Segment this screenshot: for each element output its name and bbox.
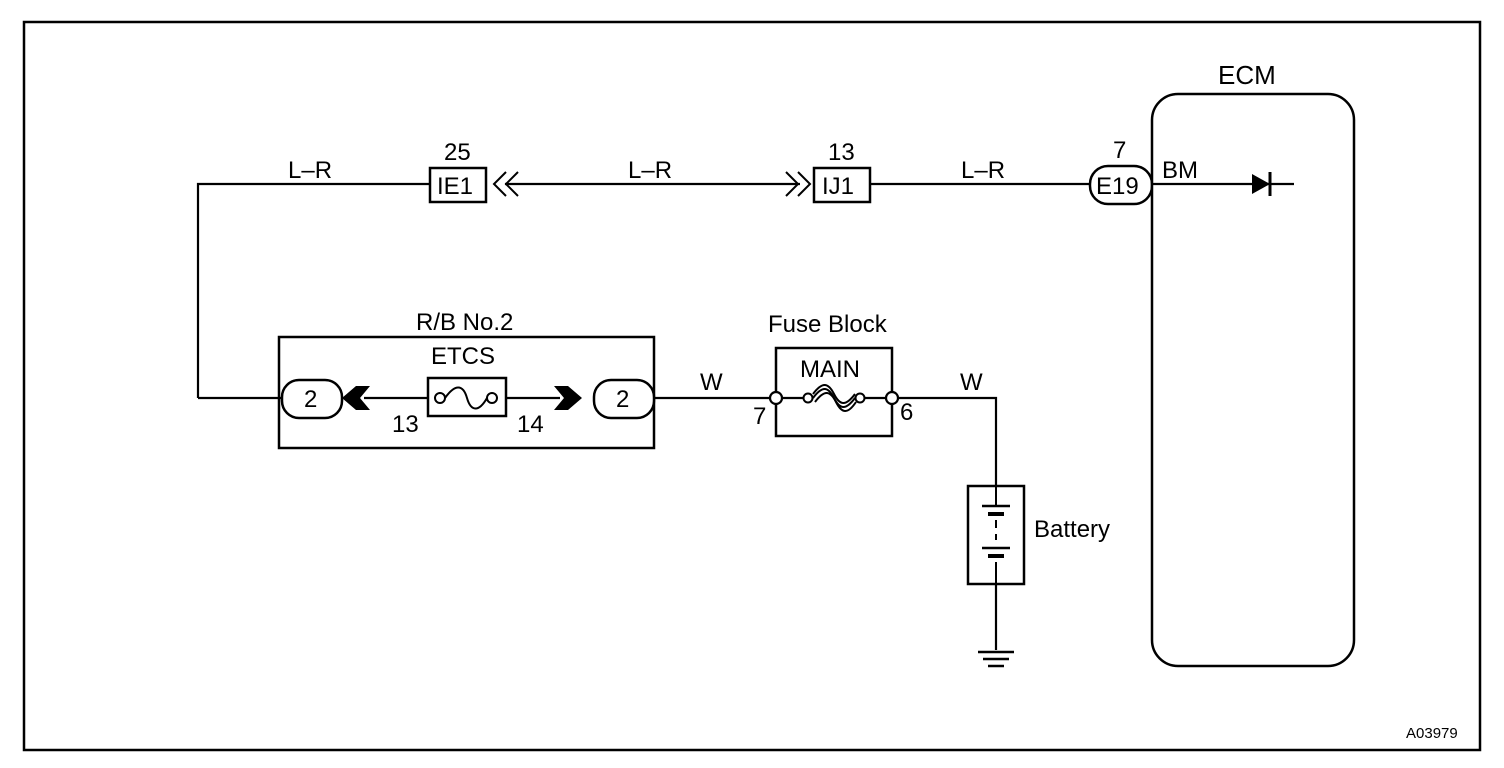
ecm-title: ECM <box>1218 60 1276 90</box>
relay-block-pin-left: 13 <box>392 411 419 438</box>
connector-e19-label: E19 <box>1096 173 1139 200</box>
ecm-terminal-bm: BM <box>1162 157 1198 184</box>
wire-w-right <box>898 396 998 486</box>
fuse-block-pin-left: 7 <box>753 403 766 430</box>
diode-icon <box>1252 172 1272 196</box>
wire-label-w-left: W <box>700 369 723 396</box>
fuse-block-title: Fuse Block <box>768 311 888 338</box>
fuse-block-pin-right-dot <box>884 390 900 406</box>
relay-block-terminal-right-label: 2 <box>616 386 629 413</box>
fuse-block: Fuse Block MAIN 7 6 <box>753 311 913 438</box>
connector-ie1: 25 IE1 <box>428 139 519 204</box>
fuse-block-pin-left-dot <box>768 390 784 406</box>
relay-block-terminal-left <box>280 378 344 420</box>
relay-block-left-chevron-icon <box>342 386 370 410</box>
wire-label-w-right: W <box>960 369 983 396</box>
fuse-block-fuse-label: MAIN <box>800 356 860 383</box>
figure-id: A03979 <box>1406 725 1458 742</box>
main-fuse-icon <box>802 384 866 412</box>
connector-ie1-label: IE1 <box>437 173 473 200</box>
wire-label-lr-middle: L–R <box>628 157 672 184</box>
connector-e19-pin: 7 <box>1113 137 1126 164</box>
connector-ie1-chevron-icon <box>492 171 519 197</box>
connector-e19: 7 E19 <box>1088 137 1154 206</box>
relay-block-no2: R/B No.2 2 13 ETCS 14 2 <box>198 309 656 450</box>
connector-ie1-pin: 25 <box>444 139 471 166</box>
fuse-block-pin-right: 6 <box>900 399 913 426</box>
relay-block-terminal-left-label: 2 <box>304 386 317 413</box>
ground-icon <box>978 650 1014 668</box>
relay-block-right-chevron-icon <box>554 386 582 410</box>
etcs-fuse-icon <box>426 376 508 418</box>
relay-block-fuse-label: ETCS <box>431 343 495 370</box>
ecm-unit: ECM BM <box>1150 60 1356 668</box>
wire-lr-left <box>196 182 430 398</box>
wire-label-lr-left: L–R <box>288 157 332 184</box>
connector-ij1: 13 IJ1 <box>785 139 872 204</box>
relay-block-pin-right: 14 <box>517 411 544 438</box>
wire-label-lr-right: L–R <box>961 157 1005 184</box>
connector-ij1-chevron-icon <box>785 171 812 197</box>
relay-block-title: R/B No.2 <box>416 309 513 336</box>
diagram-frame <box>22 20 1482 752</box>
connector-ij1-label: IJ1 <box>822 173 854 200</box>
battery-label: Battery <box>1034 516 1110 543</box>
connector-ij1-pin: 13 <box>828 139 855 166</box>
battery: Battery <box>966 484 1110 586</box>
battery-icon <box>982 486 1010 584</box>
